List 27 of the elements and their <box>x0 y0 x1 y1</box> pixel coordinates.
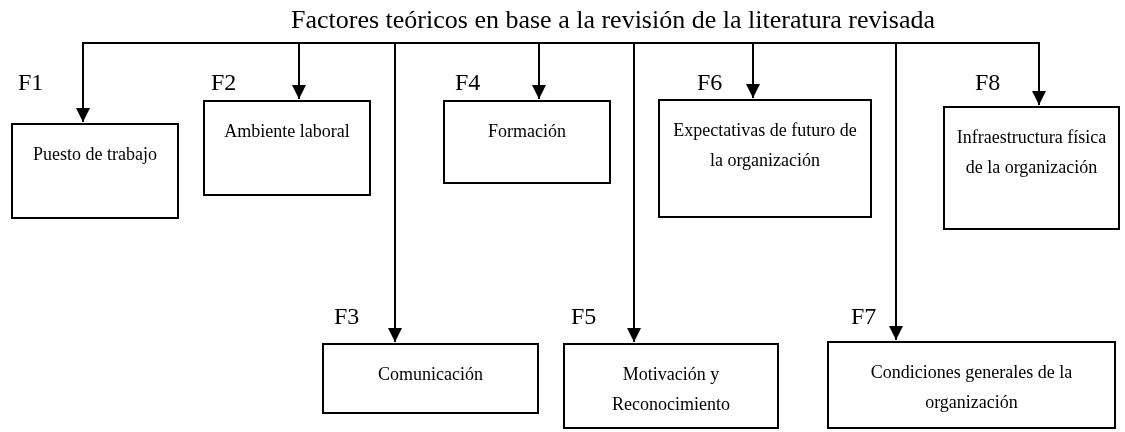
factor-box <box>322 343 539 414</box>
factor-box <box>943 106 1120 230</box>
factor-text: Condiciones generales de la organización <box>869 361 1074 414</box>
factor-text: Motivación y Reconocimiento <box>611 363 731 416</box>
heading-text: Factores teóricos en base a la revisión de la literatura revisada <box>291 4 935 36</box>
factor-box <box>827 341 1116 429</box>
arrow <box>532 42 614 100</box>
factor-code: F3 <box>334 302 360 331</box>
factor-text: Expectativas de futuro de la organización <box>672 119 858 172</box>
factor-box <box>658 99 872 218</box>
factor-box <box>443 100 611 184</box>
factor-text: Ambiente laboral <box>224 120 350 143</box>
factor-code: F7 <box>851 302 877 331</box>
factor-text: Comunicación <box>378 363 483 386</box>
factor-code: F1 <box>18 68 44 97</box>
factor-text: Infraestructura física de la organización <box>955 126 1108 179</box>
arrow <box>612 42 1046 106</box>
factor-text: Formación <box>488 120 566 143</box>
factor-code: F6 <box>697 68 723 97</box>
factor-text: Puesto de trabajo <box>33 143 157 166</box>
factor-code: F4 <box>455 68 481 97</box>
factor-code: F2 <box>211 68 237 97</box>
factor-box <box>563 343 779 429</box>
factor-box <box>11 123 179 219</box>
factor-code: F5 <box>571 302 597 331</box>
factor-code: F8 <box>975 68 1001 97</box>
factor-box <box>203 100 371 196</box>
